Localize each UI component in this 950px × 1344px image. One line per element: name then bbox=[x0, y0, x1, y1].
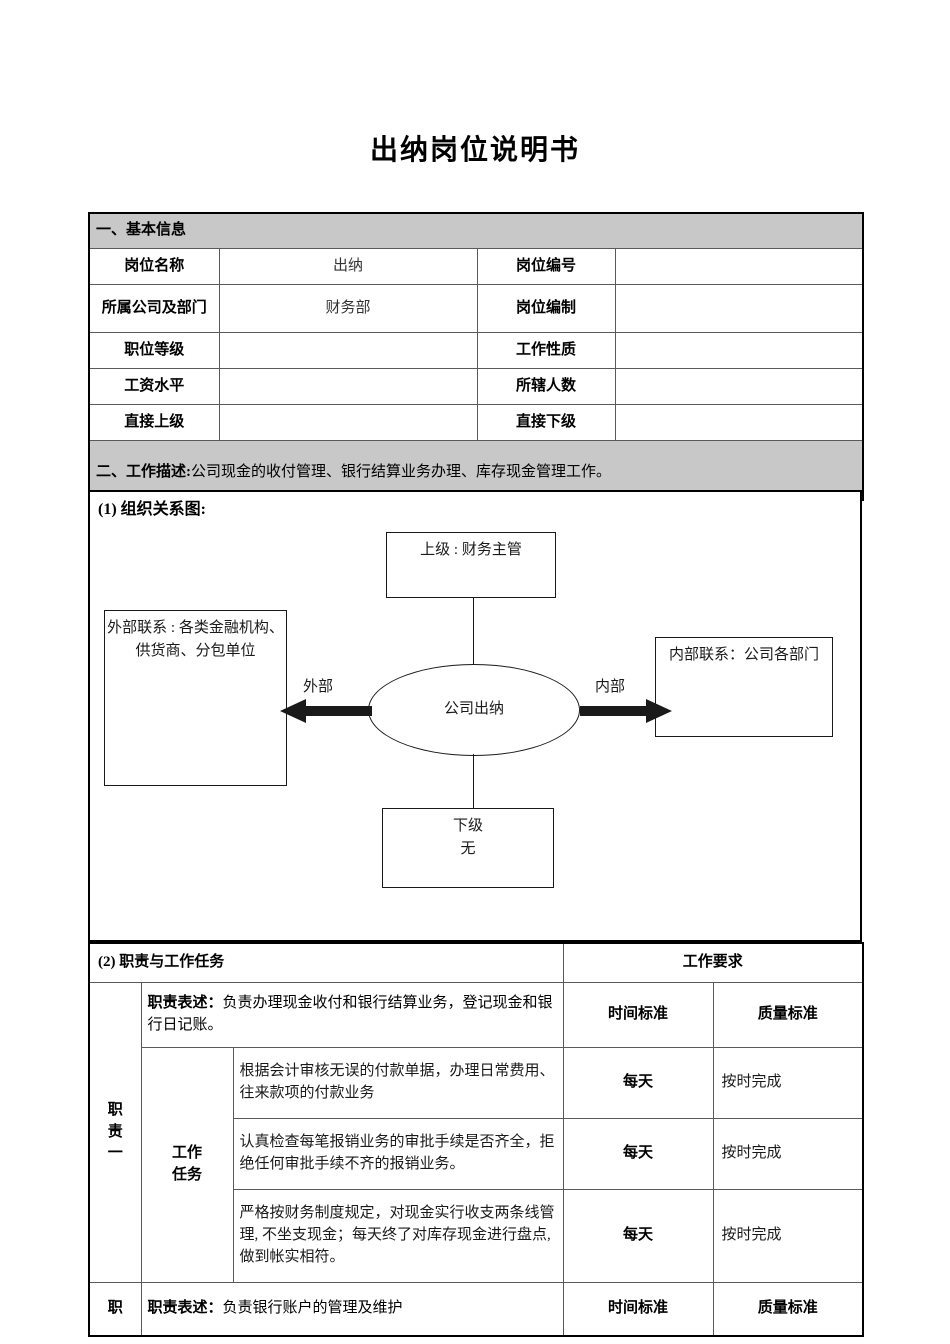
arrow-right-icon bbox=[580, 699, 672, 723]
field-value-subordinate-count[interactable] bbox=[614, 368, 864, 405]
org-chart-cell: (1) 组织关系图: 上级 : 财务主管 外部联系 : 各类金融机构、供货商、分… bbox=[88, 490, 862, 942]
column-header-quality-standard: 质量标准 bbox=[712, 982, 864, 1048]
duty-index-char-1: 职 bbox=[107, 1300, 123, 1317]
duties-requirements-heading: 工作要求 bbox=[562, 942, 864, 983]
field-value-direct-subordinate[interactable] bbox=[614, 404, 864, 441]
table-row: (1) 组织关系图: 上级 : 财务主管 外部联系 : 各类金融机构、供货商、分… bbox=[88, 490, 862, 942]
arrow-left-icon bbox=[280, 699, 372, 723]
org-node-external: 外部联系 : 各类金融机构、供货商、分包单位 bbox=[104, 610, 287, 786]
table-row: 岗位名称 出纳 岗位编号 bbox=[88, 248, 864, 285]
org-connector-up bbox=[473, 598, 474, 666]
org-node-internal: 内部联系：公司各部门 bbox=[655, 637, 833, 737]
task-quality-standard: 按时完成 bbox=[712, 1118, 864, 1190]
table-row: 认真检查每笔报销业务的审批手续是否齐全，拒绝任何审批手续不齐的报销业务。 每天 … bbox=[89, 1118, 864, 1190]
task-group-label-line2: 任务 bbox=[171, 1167, 202, 1183]
task-description: 认真检查每笔报销业务的审批手续是否齐全，拒绝任何审批手续不齐的报销业务。 bbox=[232, 1118, 564, 1190]
org-node-subordinate: 下级 无 bbox=[382, 808, 554, 888]
task-description: 严格按财务制度规定，对现金实行收支两条线管理, 不坐支现金；每天终了对库存现金进… bbox=[232, 1189, 564, 1283]
org-chart-caption: (1) 组织关系图: bbox=[98, 501, 206, 518]
field-label-position-grade: 职位等级 bbox=[88, 332, 220, 369]
org-connector-down bbox=[473, 754, 474, 808]
duty-statement-text: 负责银行账户的管理及维护 bbox=[222, 1300, 403, 1317]
duty-statement-cell: 职责表述：负责银行账户的管理及维护 bbox=[140, 1282, 564, 1337]
org-arrow-label-internal: 内部 bbox=[595, 679, 626, 695]
org-chart-canvas: 上级 : 财务主管 外部联系 : 各类金融机构、供货商、分包单位 内部联系：公司… bbox=[90, 492, 862, 940]
task-quality-standard: 按时完成 bbox=[712, 1189, 864, 1283]
table-row: 所属公司及部门 财务部 岗位编制 bbox=[88, 284, 864, 333]
task-time-standard: 每天 bbox=[562, 1118, 714, 1190]
task-group-label: 工作 任务 bbox=[140, 1047, 234, 1283]
field-label-direct-superior: 直接上级 bbox=[88, 404, 220, 441]
duty-index-char-3: 一 bbox=[107, 1145, 123, 1162]
org-node-superior: 上级 : 财务主管 bbox=[386, 532, 556, 598]
table-row: 直接上级 直接下级 bbox=[88, 404, 864, 441]
org-node-subordinate-line2: 无 bbox=[460, 840, 476, 857]
field-label-salary-level: 工资水平 bbox=[88, 368, 220, 405]
task-time-standard: 每天 bbox=[562, 1047, 714, 1119]
field-value-work-nature[interactable] bbox=[614, 332, 864, 369]
field-label-work-nature: 工作性质 bbox=[476, 332, 616, 369]
duty-index-label: 职 责 一 bbox=[88, 982, 142, 1283]
field-value-company-dept[interactable]: 财务部 bbox=[218, 284, 478, 333]
field-value-job-code[interactable] bbox=[614, 248, 864, 285]
column-header-quality-standard: 质量标准 bbox=[712, 1282, 864, 1337]
field-label-direct-subordinate: 直接下级 bbox=[476, 404, 616, 441]
table-row: 严格按财务制度规定，对现金实行收支两条线管理, 不坐支现金；每天终了对库存现金进… bbox=[89, 1189, 864, 1283]
duties-section-heading: (2) 职责与工作任务 bbox=[88, 942, 564, 983]
task-group-label-line1: 工作 bbox=[171, 1145, 202, 1162]
duty-statement-label: 职责表述： bbox=[147, 995, 223, 1012]
field-value-salary-level[interactable] bbox=[218, 368, 478, 405]
table-row: 工作 任务 根据会计审核无误的付款单据，办理日常费用、往来款项的付款业务 每天 … bbox=[89, 1047, 864, 1283]
org-arrow-label-external: 外部 bbox=[303, 679, 334, 695]
duties-table: (2) 职责与工作任务 工作要求 职 责 一 职责表述：负责办理现金收付和银行结… bbox=[88, 942, 865, 1337]
duty-statement-cell: 职责表述：负责办理现金收付和银行结算业务，登记现金和银行日记账。 bbox=[140, 982, 564, 1048]
field-label-job-title: 岗位名称 bbox=[88, 248, 220, 285]
field-label-headcount-plan: 岗位编制 bbox=[476, 284, 616, 333]
basic-info-heading: 一、基本信息 bbox=[88, 212, 864, 249]
duty-statement-text: 负责办理现金收付和银行结算业务，登记现金和银行日记账。 bbox=[147, 995, 553, 1033]
org-chart-table: (1) 组织关系图: 上级 : 财务主管 外部联系 : 各类金融机构、供货商、分… bbox=[88, 490, 862, 942]
column-header-time-standard: 时间标准 bbox=[562, 982, 714, 1048]
column-header-time-standard: 时间标准 bbox=[562, 1282, 714, 1337]
duty-statement-label: 职责表述： bbox=[147, 1300, 223, 1317]
task-quality-standard: 按时完成 bbox=[712, 1047, 864, 1119]
duty-index-char-2: 责 bbox=[107, 1123, 123, 1140]
table-row: (2) 职责与工作任务 工作要求 bbox=[88, 942, 864, 983]
field-value-direct-superior[interactable] bbox=[218, 404, 478, 441]
org-node-center: 公司出纳 bbox=[368, 664, 580, 756]
page-title: 出纳岗位说明书 bbox=[369, 135, 580, 166]
job-description-heading: 二、工作描述: bbox=[96, 464, 191, 481]
duty-index-label: 职 bbox=[88, 1282, 142, 1337]
table-row: 职 责 一 职责表述：负责办理现金收付和银行结算业务，登记现金和银行日记账。 时… bbox=[88, 982, 864, 1283]
basic-info-table: 一、基本信息 岗位名称 出纳 岗位编号 所属公司及部门 财务部 岗位编制 职位等… bbox=[88, 212, 865, 501]
field-label-subordinate-count: 所辖人数 bbox=[476, 368, 616, 405]
table-row: 一、基本信息 bbox=[88, 212, 864, 249]
field-label-company-dept: 所属公司及部门 bbox=[88, 284, 220, 333]
field-label-job-code: 岗位编号 bbox=[476, 248, 616, 285]
table-row: 职 职责表述：负责银行账户的管理及维护 时间标准 质量标准 bbox=[88, 1282, 864, 1337]
job-description-text: 公司现金的收付管理、银行结算业务办理、库存现金管理工作。 bbox=[191, 464, 612, 481]
task-time-standard: 每天 bbox=[562, 1189, 714, 1283]
field-value-headcount-plan[interactable] bbox=[614, 284, 864, 333]
field-value-job-title[interactable]: 出纳 bbox=[218, 248, 478, 285]
table-row: 职位等级 工作性质 bbox=[88, 332, 864, 369]
org-node-subordinate-line1: 下级 bbox=[452, 818, 483, 834]
duty-index-char-1: 职 bbox=[107, 1101, 123, 1118]
table-row: 工资水平 所辖人数 bbox=[88, 368, 864, 405]
task-description: 根据会计审核无误的付款单据，办理日常费用、往来款项的付款业务 bbox=[232, 1047, 564, 1119]
field-value-position-grade[interactable] bbox=[218, 332, 478, 369]
